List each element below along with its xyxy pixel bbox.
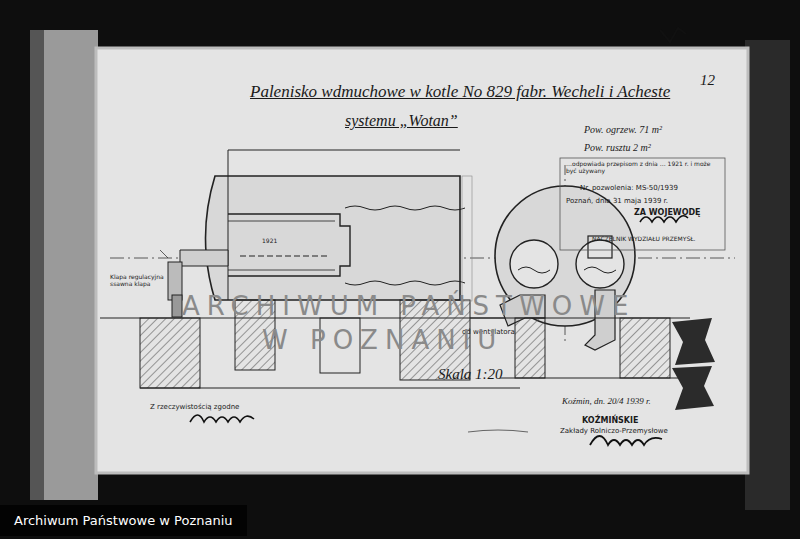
authority-stamp: NACZELNIK WYDZIAŁU PRZEMYSŁ.: [592, 236, 696, 243]
scale-note: Skala 1:20: [438, 366, 503, 383]
system-name: systemu „Wotan”: [345, 112, 458, 130]
authority-stamp: ZA WOJEWODĘ: [634, 208, 701, 217]
place-date: Koźmin, dn. 20/4 1939 r.: [562, 396, 651, 406]
approval-stamp-text: …odpowiada przepisom z dnia … 1921 r. i …: [566, 161, 718, 175]
watermark: W POZNANIU: [262, 326, 503, 356]
sheet-number: 12: [700, 72, 715, 89]
banner-text: Archiwum Państwowe w Poznaniu: [14, 513, 233, 528]
grate-surface: Pow. rusztu 2 m²: [584, 142, 651, 154]
conformity-stamp: Z rzeczywistością zgodne: [150, 403, 239, 411]
drawing-title: Palenisko wdmuchowe w kotle No 829 fabr.…: [250, 82, 670, 102]
heating-surface: Pow. ogrzew. 71 m²: [584, 124, 662, 136]
approval-date: Poznań, dnia 31 maja 1939 r.: [566, 197, 668, 205]
permit-number: Nr. pozwolenia: MS-50/1939: [580, 184, 678, 192]
company-stamp: KOŹMIŃSKIE: [582, 416, 638, 425]
watermark: ARCHIWUM PAŃSTWOWE: [182, 292, 635, 322]
dimension-label: 1921: [262, 238, 277, 245]
archive-banner: Archiwum Państwowe w Poznaniu: [0, 505, 247, 536]
company-stamp: Zakłady Rolniczo-Przemysłowe: [560, 427, 668, 435]
part-label: Klapa regulacyjna ssawna klapa: [110, 274, 166, 288]
